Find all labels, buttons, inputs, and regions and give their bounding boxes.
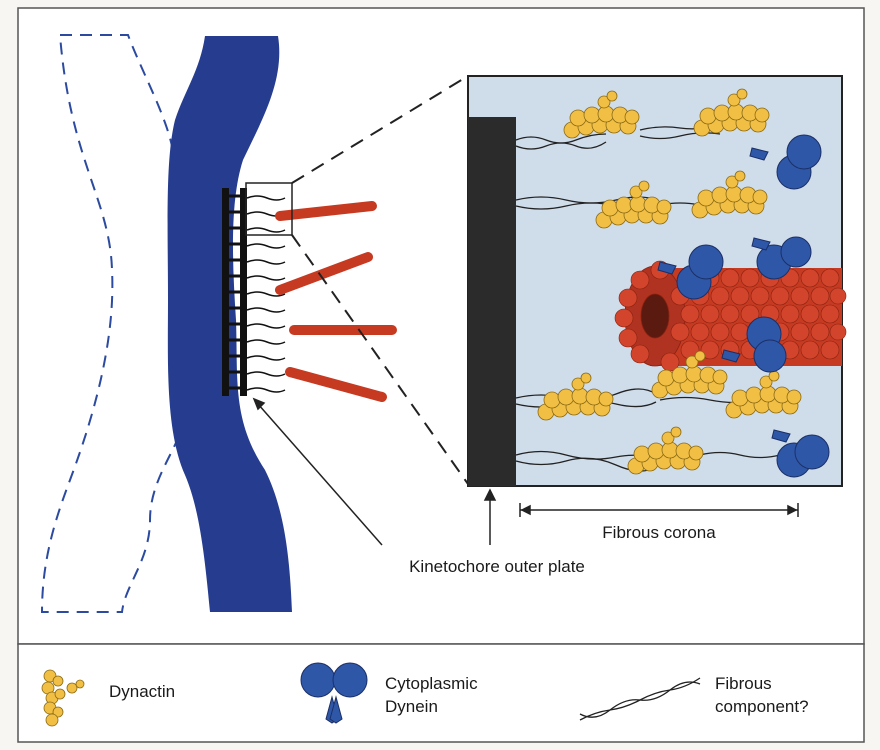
legend-dynein-line1: Cytoplasmic (385, 674, 478, 693)
inset-dynein-motors (657, 134, 830, 478)
dynein-legend-icon (300, 662, 368, 724)
fibrous-corona-bracket (519, 503, 799, 517)
kinetochore-outer-plate-label: Kinetochore outer plate (409, 557, 585, 576)
legend-frame (17, 643, 865, 743)
inset-panel (467, 75, 847, 487)
microtubules (275, 201, 397, 402)
legend-dynactin-label: Dynactin (109, 682, 175, 701)
fibrous-corona-label: Fibrous corona (602, 523, 716, 542)
zoom-box (245, 182, 293, 236)
zoom-leader-bottom (291, 234, 469, 485)
legend-fibrous-line2: component? (715, 697, 809, 716)
outer-plate-arrows (252, 397, 497, 546)
sister-chromatid-outline (40, 34, 192, 613)
dynactin-legend-icon (41, 669, 85, 727)
zoom-leader-top (291, 75, 469, 184)
legend-fibrous-line1: Fibrous (715, 674, 772, 693)
legend-dynein-line2: Dynein (385, 697, 438, 716)
inset-outer-plate (468, 117, 516, 486)
kinetochore-plates (222, 188, 286, 396)
fibrous-component-legend-icon (579, 677, 701, 721)
